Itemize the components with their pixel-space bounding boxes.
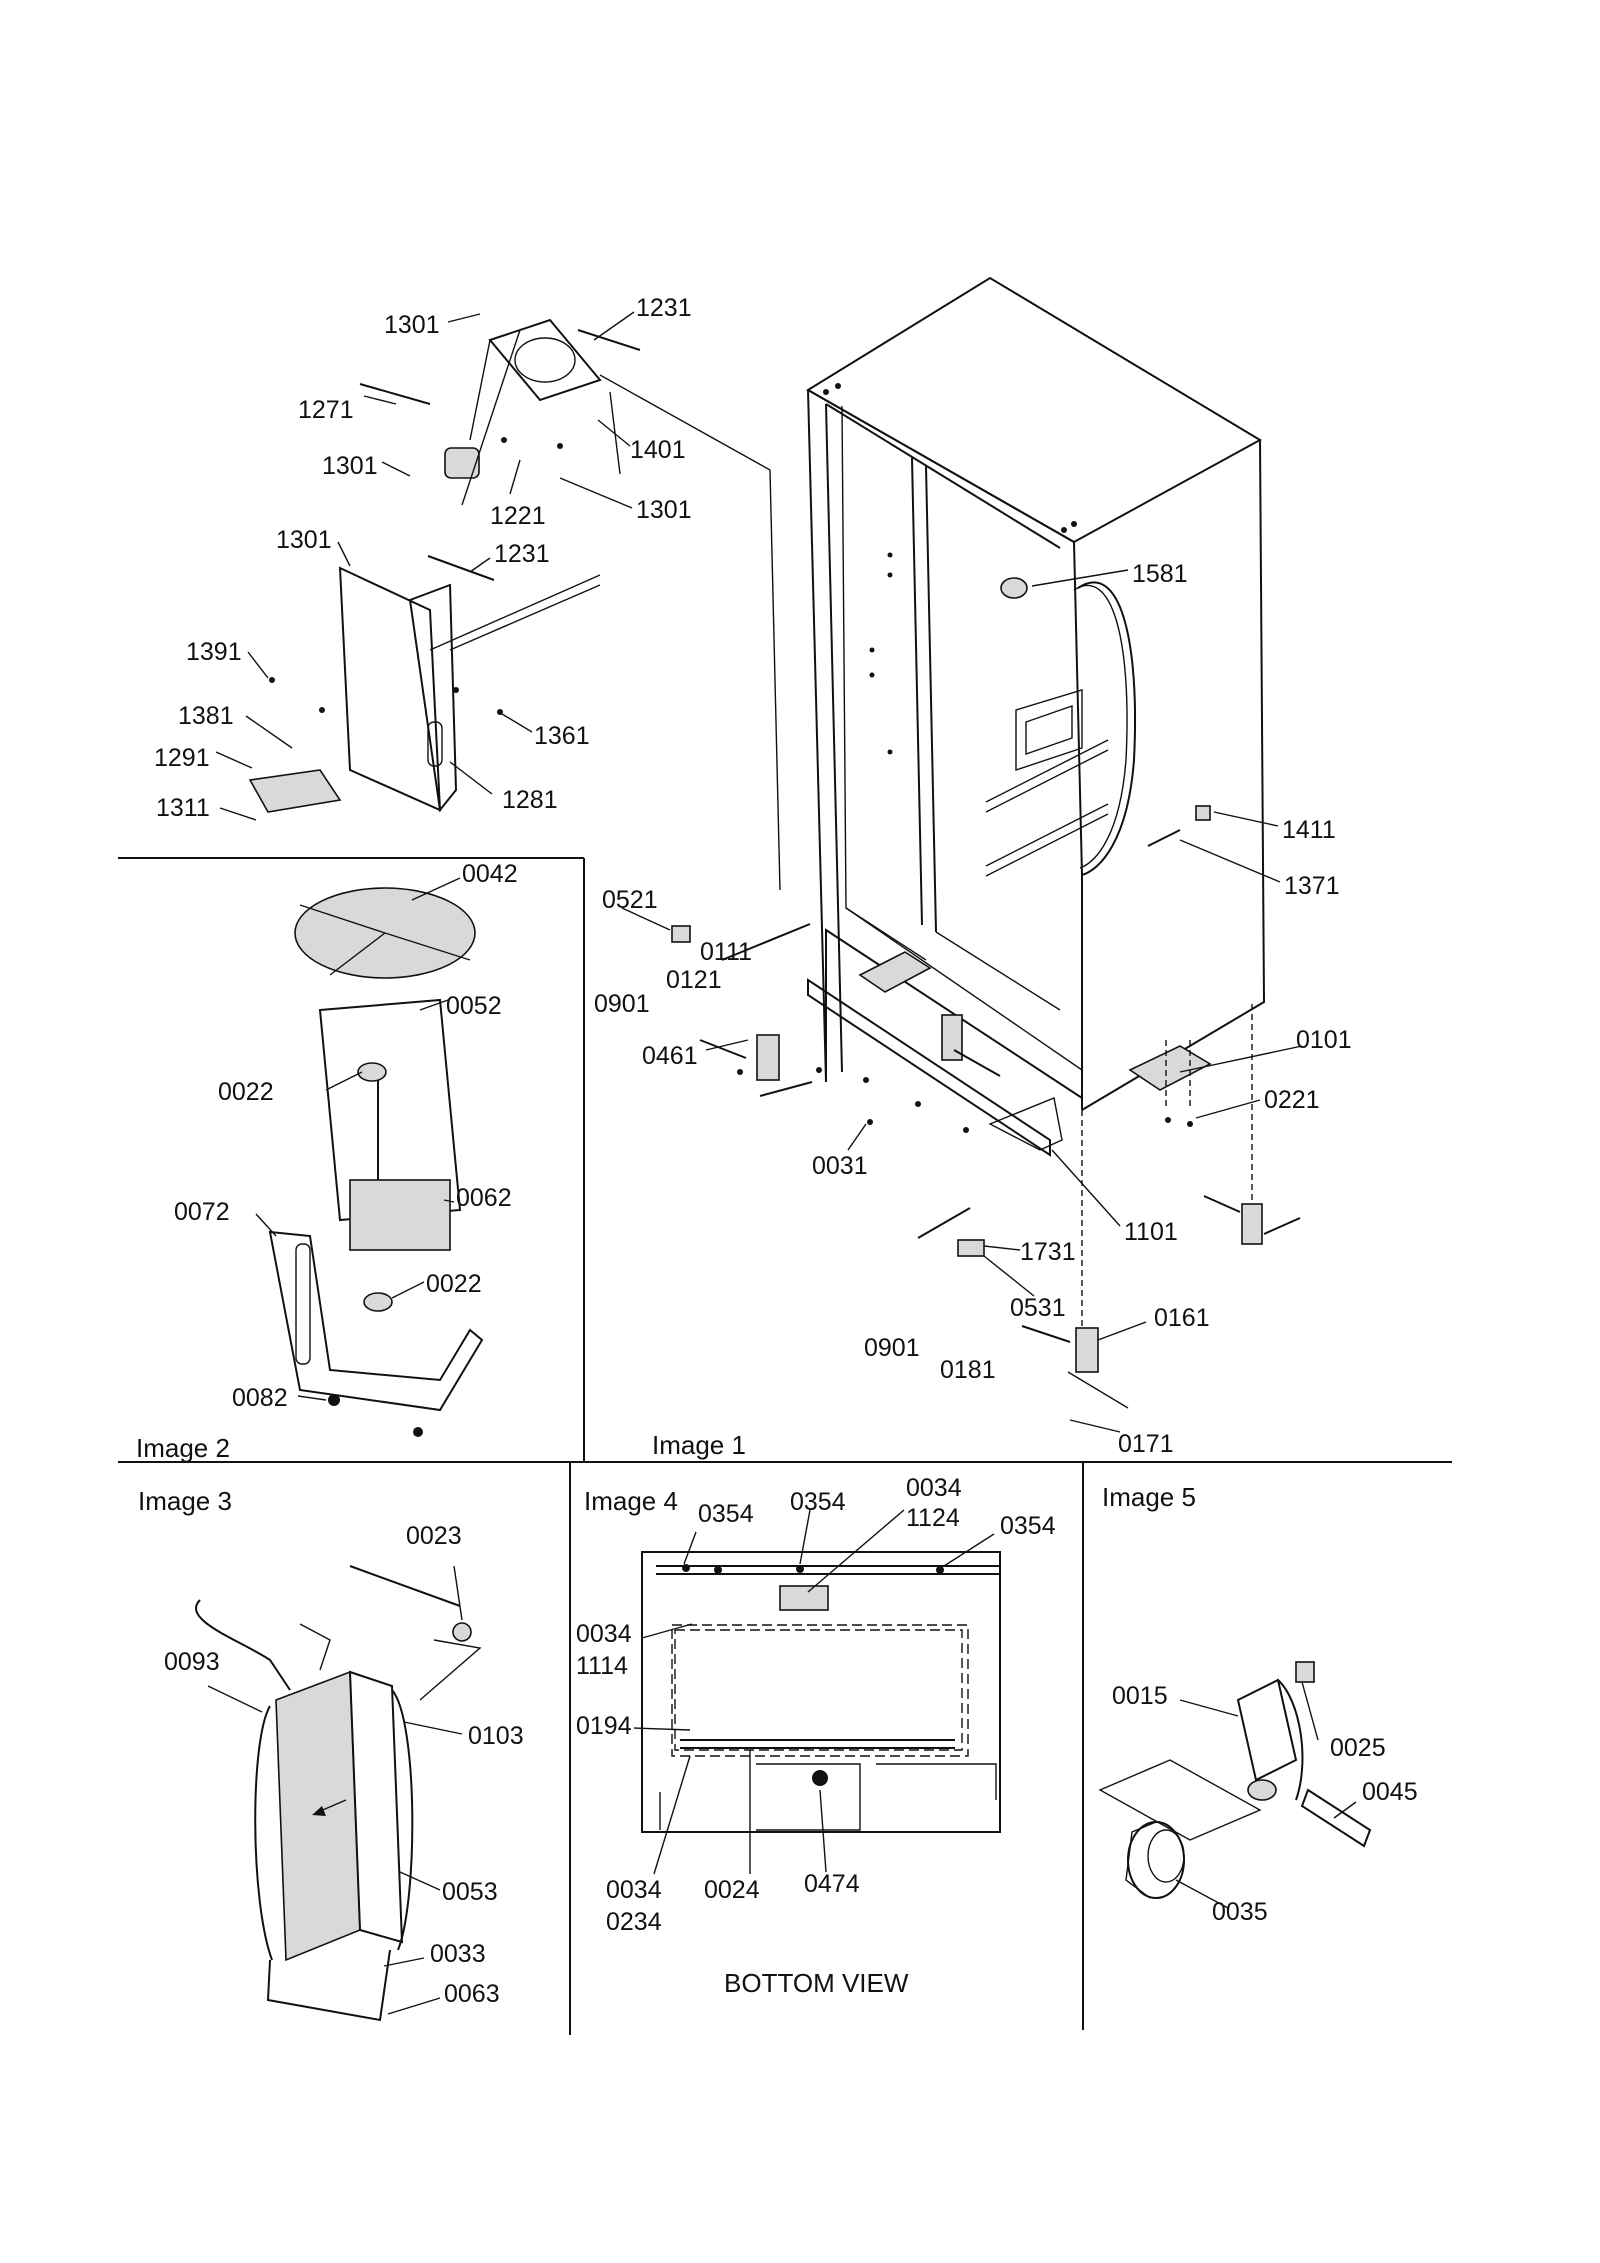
part-label: 0111	[700, 938, 752, 966]
part-label: 1401	[630, 436, 686, 464]
part-label: 0181	[940, 1356, 996, 1384]
part-label: 1101	[1124, 1218, 1178, 1246]
part-label: 0103	[468, 1722, 524, 1750]
part-label: 0025	[1330, 1734, 1386, 1762]
part-label: 0052	[446, 992, 502, 1020]
part-label: 1114	[576, 1652, 628, 1680]
image1-caption: Image 1	[652, 1430, 746, 1460]
part-label: 0221	[1264, 1086, 1320, 1114]
part-label: 1291	[154, 744, 210, 772]
bottom-view-drawing	[641, 1551, 1001, 1833]
image2-caption: Image 2	[136, 1433, 230, 1463]
evaporator-fan-bracket-drawing	[248, 318, 641, 813]
part-label: 0082	[232, 1384, 288, 1412]
image5-caption: Image 5	[1102, 1482, 1196, 1512]
part-label: 0161	[1154, 1304, 1210, 1332]
part-label: 1731	[1020, 1238, 1076, 1266]
part-label: 0171	[1118, 1430, 1174, 1458]
part-label: 0461	[642, 1042, 698, 1070]
part-label: 1301	[384, 311, 440, 339]
part-label: 0022	[426, 1270, 482, 1298]
part-label: 0022	[218, 1078, 274, 1106]
part-label: 0053	[442, 1878, 498, 1906]
part-label: 1301	[636, 496, 692, 524]
part-label: 1391	[186, 638, 242, 666]
part-label: 1271	[298, 396, 354, 424]
part-label: 0072	[174, 1198, 230, 1226]
part-label: 0045	[1362, 1778, 1418, 1806]
fan-motor-drawing	[268, 887, 484, 1437]
part-label: 0521	[602, 886, 658, 914]
part-label: 1371	[1284, 872, 1340, 900]
part-labels: 1301 1231 1271 1401 1301 1221 1301 1301 …	[154, 294, 1418, 2008]
part-label: 0354	[1000, 1512, 1056, 1540]
roller-drawing	[1098, 1661, 1372, 1899]
part-label: 1231	[494, 540, 550, 568]
part-label: 0531	[1010, 1294, 1066, 1322]
cabinet-drawing	[429, 276, 1301, 1409]
evaporator-drawing	[195, 1565, 482, 2022]
part-label: 1301	[276, 526, 332, 554]
part-label: 0015	[1112, 1682, 1168, 1710]
part-label: 1231	[636, 294, 692, 322]
part-label: 0234	[606, 1908, 662, 1936]
part-label: 0042	[462, 860, 518, 888]
part-label: 0354	[698, 1500, 754, 1528]
part-label: 1124	[906, 1504, 960, 1532]
part-label: 0901	[594, 990, 650, 1018]
part-label: 0062	[456, 1184, 512, 1212]
part-label: 1361	[534, 722, 590, 750]
part-label: 0354	[790, 1488, 846, 1516]
leader-lines	[207, 311, 1357, 2015]
part-label: 0474	[804, 1870, 860, 1898]
part-label: 0901	[864, 1334, 920, 1362]
part-label: 0033	[430, 1940, 486, 1968]
part-label: 0121	[666, 966, 722, 994]
part-label: 0034	[606, 1876, 662, 1904]
image3-caption: Image 3	[138, 1486, 232, 1516]
part-label: 0024	[704, 1876, 760, 1904]
panel-dividers	[118, 857, 1452, 2035]
part-label: 1301	[322, 452, 378, 480]
part-label: 1411	[1282, 816, 1336, 844]
part-label: 0063	[444, 1980, 500, 2008]
part-label: 0035	[1212, 1898, 1268, 1926]
part-label: 0093	[164, 1648, 220, 1676]
part-label: 1381	[178, 702, 234, 730]
part-label: 0194	[576, 1712, 632, 1740]
part-label: 1281	[502, 786, 558, 814]
bottom-view-label: BOTTOM VIEW	[724, 1968, 909, 1998]
part-label: 0034	[576, 1620, 632, 1648]
part-label: 0031	[812, 1152, 868, 1180]
part-label: 1221	[490, 502, 546, 530]
part-label: 0101	[1296, 1026, 1352, 1054]
part-label: 1581	[1132, 560, 1188, 588]
part-label: 0034	[906, 1474, 962, 1502]
part-label: 1311	[156, 794, 210, 822]
image4-caption: Image 4	[584, 1486, 678, 1516]
part-label: 0023	[406, 1522, 462, 1550]
